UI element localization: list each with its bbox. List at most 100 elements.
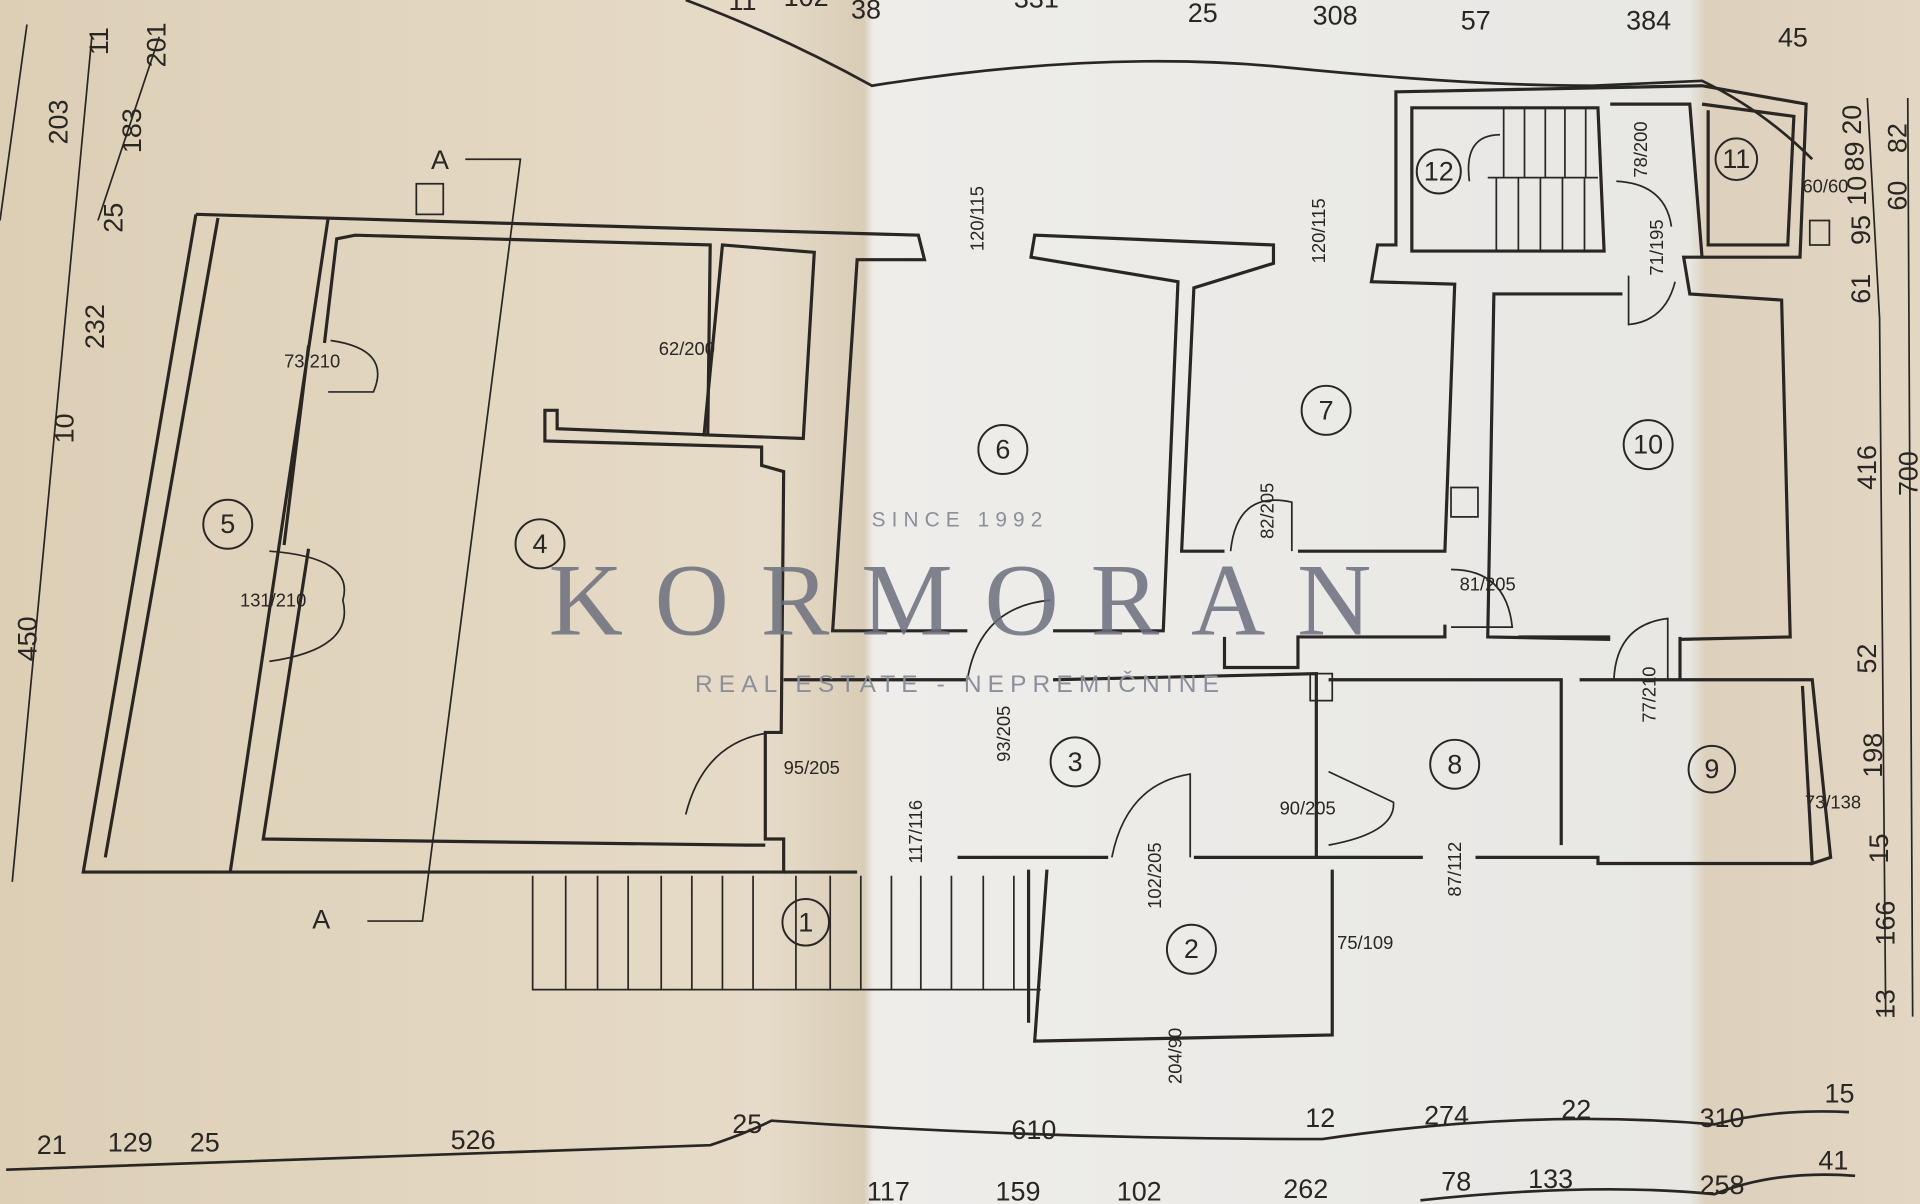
dimension-value: 60	[1883, 181, 1913, 211]
door-label: 81/205	[1460, 573, 1516, 594]
dimension-value: 232	[80, 304, 110, 349]
dimension-value: 308	[1313, 0, 1358, 30]
dimension-value: 198	[1858, 733, 1888, 778]
dimension-value: 129	[108, 1127, 153, 1157]
dimension-value: 133	[1528, 1164, 1573, 1194]
dimension-value: 274	[1424, 1100, 1469, 1130]
dimension-value: 25	[190, 1127, 220, 1157]
door-labels: 73/210 62/200 131/210 120/115 120/115 78…	[240, 121, 1861, 1084]
room-6: 6	[977, 424, 1029, 475]
dimension-value: 203	[43, 100, 73, 145]
room-1: 1	[781, 898, 830, 947]
dimension-value: 262	[1283, 1174, 1328, 1204]
door-label: 73/210	[284, 350, 340, 371]
dimension-value: 258	[1700, 1170, 1745, 1200]
dimension-value: 61	[1846, 274, 1876, 304]
room-number: 1	[798, 907, 813, 937]
dimension-value: 45	[1778, 23, 1808, 53]
dimension-value: 10	[1842, 176, 1872, 206]
dimensions-right: 20 89 82 10 60 95 61 416 700 52 198 15 1…	[1837, 105, 1920, 1019]
room-number: 7	[1319, 395, 1334, 425]
dimension-value: 25	[732, 1109, 762, 1139]
room-8: 8	[1429, 738, 1481, 790]
door-label: 78/200	[1630, 121, 1651, 177]
room-labels: 1 2 3 4 5 6 7 8 9 10 11 12	[202, 137, 1759, 975]
watermark-brand: KORMORAN	[549, 543, 1404, 657]
dimension-value: 610	[1011, 1115, 1056, 1145]
dimension-value: 201	[141, 22, 171, 67]
room-4: 4	[514, 518, 566, 570]
room-number: 12	[1424, 156, 1454, 186]
room-number: 9	[1704, 754, 1719, 784]
dimension-value: 20	[1837, 105, 1867, 135]
dimension-value: 450	[13, 616, 43, 661]
dimension-value: 15	[1864, 834, 1894, 864]
room-number: 5	[220, 509, 235, 539]
door-label: 71/195	[1646, 219, 1667, 275]
room-2: 2	[1165, 923, 1217, 975]
window-label: 117/116	[905, 800, 926, 864]
dimension-value: 52	[1852, 644, 1882, 674]
room-number: 6	[995, 435, 1010, 465]
dimension-value: 310	[1700, 1103, 1745, 1133]
room-number: 10	[1633, 430, 1663, 460]
window-label: 60/60	[1802, 175, 1848, 196]
dimension-value: 82	[1883, 123, 1913, 153]
window-label: 87/112	[1444, 842, 1465, 897]
dimension-value: 166	[1870, 901, 1900, 946]
door-label: 90/205	[1280, 798, 1336, 819]
door-label: 95/205	[784, 757, 840, 778]
dimension-value: 78	[1441, 1167, 1471, 1197]
door-label: 77/210	[1639, 666, 1660, 722]
dimension-value: 117	[867, 1176, 910, 1204]
door-label: 62/200	[659, 338, 715, 359]
dimension-value: 57	[1461, 5, 1491, 35]
room-12: 12	[1415, 148, 1462, 195]
dimension-value: 25	[1188, 0, 1218, 28]
dimensions-bottom-row-2: 117 159 102 262 78 133 258 41	[867, 1146, 1848, 1204]
dimension-value: 10	[49, 413, 79, 443]
dimension-value: 13	[1870, 989, 1900, 1019]
window-label: 75/109	[1337, 932, 1393, 953]
dimension-value: 15	[1824, 1078, 1854, 1108]
window-label: 120/115	[966, 186, 987, 251]
watermark-subtitle: REAL ESTATE - NEPREMIČNINE	[695, 670, 1225, 698]
dimension-value: 183	[117, 108, 147, 153]
dimension-value: 25	[98, 203, 128, 233]
room-number: 3	[1068, 747, 1083, 777]
room-5: 5	[202, 498, 254, 550]
window-label: 204/90	[1165, 1028, 1186, 1084]
walls	[81, 84, 1833, 1043]
dimension-value: 331	[1014, 0, 1059, 13]
dimension-value: 22	[1561, 1094, 1591, 1124]
room-number: 2	[1184, 934, 1199, 964]
dimensions-left: 11 201 203 183 25 232 10 450	[13, 22, 172, 661]
dimension-value: 21	[37, 1130, 67, 1160]
dimensions-top: 11 102 38 331 25 308 57 384 45	[729, 0, 1808, 53]
room-7: 7	[1300, 384, 1352, 436]
dimension-value: 89	[1840, 142, 1870, 172]
dimension-value: 12	[1305, 1103, 1335, 1133]
dimension-value: 11	[729, 0, 757, 16]
dimension-value: 11	[84, 27, 114, 55]
watermark-logo: SINCE 1992 KORMORAN REAL ESTATE - NEPREM…	[549, 509, 1404, 698]
dimension-value: 102	[1117, 1176, 1162, 1204]
dimension-value: 41	[1818, 1146, 1848, 1176]
room-3: 3	[1049, 736, 1101, 788]
room-10: 10	[1622, 419, 1674, 471]
dimension-value: 526	[451, 1125, 496, 1155]
door-label: 102/205	[1144, 842, 1165, 908]
dimension-value: 95	[1846, 215, 1876, 245]
dimension-value: 159	[996, 1176, 1041, 1204]
section-mark-top: A	[431, 145, 449, 175]
dimension-value: 700	[1894, 451, 1920, 496]
dimension-value: 38	[851, 0, 881, 24]
window-label: 73/138	[1805, 791, 1861, 812]
door-label: 93/205	[993, 706, 1014, 762]
dimension-value: 416	[1852, 445, 1882, 490]
room-number: 11	[1722, 144, 1750, 174]
section-mark-bottom: A	[312, 904, 330, 934]
